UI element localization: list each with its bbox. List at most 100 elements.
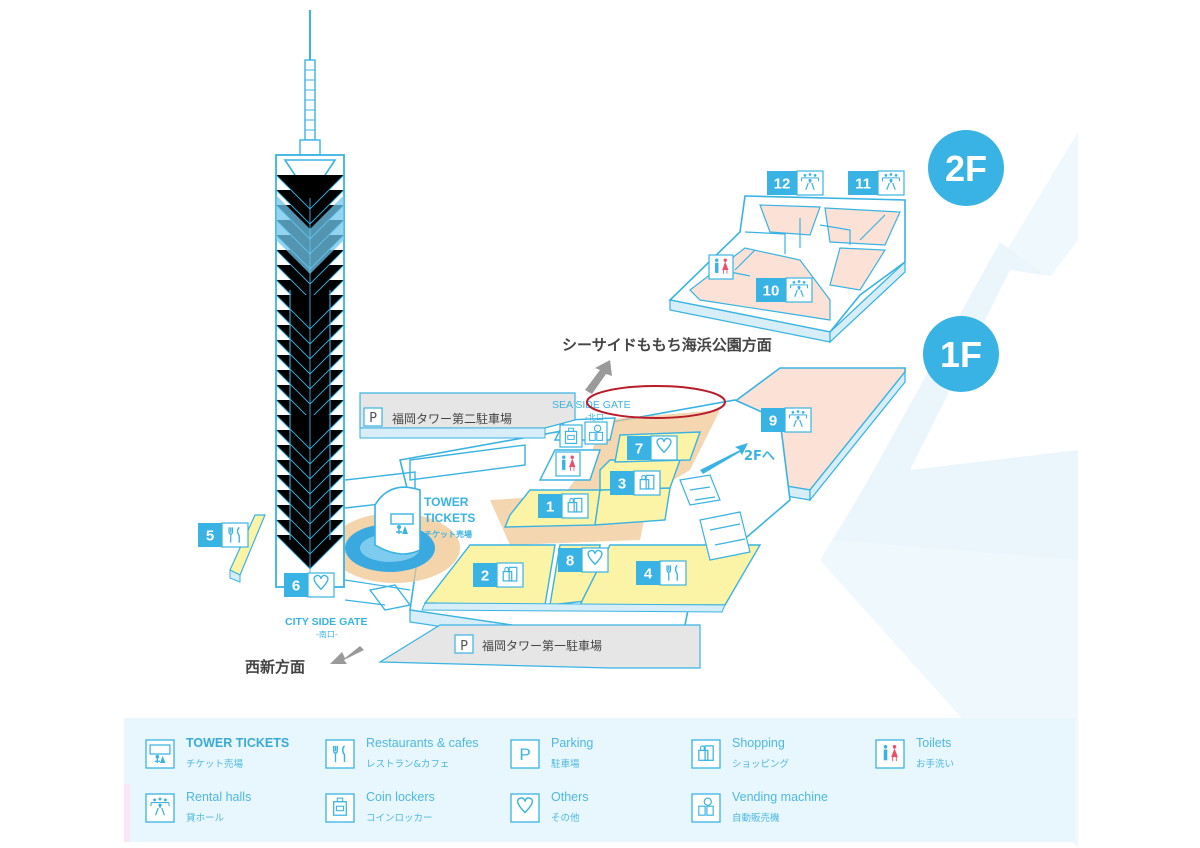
legend-en-label: Toilets bbox=[916, 736, 952, 750]
area-icon-box bbox=[650, 435, 678, 461]
legend-en-label: Rental halls bbox=[186, 790, 252, 804]
floor-badge-2f: 2F bbox=[928, 130, 1004, 206]
legend-jp-label: 貸ホール bbox=[186, 813, 225, 824]
area-marker-7[interactable]: 7 bbox=[627, 435, 678, 461]
seaside-park-direction: シーサイドももち海浜公園方面 bbox=[562, 336, 772, 354]
area-marker-5[interactable]: 5 bbox=[198, 522, 249, 548]
area-marker-9[interactable]: 9 bbox=[761, 407, 812, 433]
legend-en-label: TOWER TICKETS bbox=[186, 736, 290, 750]
area-number-box bbox=[284, 573, 308, 597]
parking-icon: P bbox=[510, 739, 540, 769]
parking-lot-2: P 福岡タワー第二駐車場 bbox=[359, 392, 576, 439]
legend-en-label: Others bbox=[551, 790, 589, 804]
floor-badge-1f: 1F bbox=[923, 316, 999, 392]
legend-edge-accent bbox=[124, 784, 130, 842]
area-number: 10 bbox=[763, 283, 780, 300]
arrow-to-2f bbox=[700, 443, 748, 474]
area-icon-box bbox=[633, 470, 661, 496]
background-triangle bbox=[820, 132, 1078, 848]
legend-en-label: Vending machine bbox=[732, 790, 828, 804]
tower-tickets-label-line1: TOWER bbox=[424, 495, 469, 509]
area-number: 6 bbox=[292, 578, 300, 595]
legend-en-label: Coin lockers bbox=[366, 790, 435, 804]
area-number: 9 bbox=[769, 413, 777, 430]
tower-tickets-jp-label: チケット売場 bbox=[424, 529, 472, 539]
parking-lot-1: P 福岡タワー第一駐車場 bbox=[377, 624, 701, 669]
area-number: 5 bbox=[206, 528, 214, 545]
sea-side-gate-jp-label: -北口- bbox=[585, 413, 607, 422]
area-number: 11 bbox=[855, 176, 871, 193]
area-marker-11[interactable]: 11 bbox=[848, 170, 905, 196]
area-marker-8[interactable]: 8 bbox=[558, 547, 609, 573]
arrow-to-seaside bbox=[585, 360, 612, 394]
parking-lot-2-label: 福岡タワー第二駐車場 bbox=[392, 411, 512, 426]
floor-label-1f: 1F bbox=[940, 334, 982, 375]
arrow-to-nishijin bbox=[330, 646, 364, 664]
area-number: 2 bbox=[481, 568, 489, 585]
coin-locker-icon bbox=[325, 793, 355, 823]
legend-jp-label: ショッピング bbox=[732, 759, 790, 770]
area-number-box bbox=[636, 561, 660, 585]
sea-side-gate-label: SEA SIDE GATE bbox=[552, 399, 631, 411]
parking-symbol: P bbox=[369, 411, 377, 426]
area-icon-box bbox=[307, 572, 335, 598]
area-icon-box bbox=[496, 562, 524, 588]
city-side-gate-label: CITY SIDE GATE bbox=[285, 616, 367, 628]
area-icon-box bbox=[659, 560, 687, 586]
area-marker-4[interactable]: 4 bbox=[636, 560, 687, 586]
area-number-box bbox=[627, 436, 651, 460]
floor-label-2f: 2F bbox=[945, 148, 987, 189]
legend-jp-label: コインロッカー bbox=[366, 813, 433, 824]
area-number-box bbox=[761, 408, 785, 432]
area-number-box bbox=[767, 171, 797, 195]
area-marker-12[interactable]: 12 bbox=[767, 170, 824, 196]
area-number-box bbox=[848, 171, 878, 195]
map-service-icons bbox=[555, 254, 734, 477]
area-marker-3[interactable]: 3 bbox=[610, 470, 661, 496]
legend-en-label: Shopping bbox=[732, 736, 785, 750]
area-icon-box bbox=[561, 493, 589, 519]
toilet-icon bbox=[875, 739, 905, 769]
to-2f-label: 2Fへ bbox=[744, 449, 775, 464]
area-number-box bbox=[610, 471, 634, 495]
heart-icon bbox=[510, 793, 540, 823]
legend-en-label: Parking bbox=[551, 736, 594, 750]
area-marker-2[interactable]: 2 bbox=[473, 562, 524, 588]
area-marker-1[interactable]: 1 bbox=[538, 493, 589, 519]
second-floor-plan bbox=[668, 195, 906, 344]
area-number: 3 bbox=[618, 476, 626, 493]
area-number-box bbox=[473, 563, 497, 587]
fork-knife-icon bbox=[325, 739, 355, 769]
area-icon-box bbox=[581, 547, 609, 573]
vending-machine-icon bbox=[691, 793, 721, 823]
area-number-box bbox=[198, 523, 222, 547]
legend-jp-label: レストラン&カフェ bbox=[366, 759, 450, 770]
area-marker-6[interactable]: 6 bbox=[284, 572, 335, 598]
area-number: 4 bbox=[644, 566, 653, 583]
legend-jp-label: 自動販売機 bbox=[732, 813, 780, 824]
area-icon-box bbox=[221, 522, 249, 548]
area-number-box bbox=[538, 494, 562, 518]
area-number-box bbox=[756, 278, 786, 302]
map-legend: TOWER TICKETS チケット売場 Restaurants & cafes レス… bbox=[124, 718, 1075, 842]
shopping-bag-icon bbox=[691, 739, 721, 769]
area-number: 12 bbox=[774, 176, 791, 193]
parking-lot-1-label: 福岡タワー第一駐車場 bbox=[482, 638, 602, 653]
svg-text:P: P bbox=[519, 745, 530, 764]
legend-jp-label: チケット売場 bbox=[186, 759, 244, 770]
legend-jp-label: その他 bbox=[551, 813, 580, 824]
fukuoka-tower bbox=[275, 10, 345, 588]
area-number: 7 bbox=[635, 441, 643, 458]
legend-jp-label: 駐車場 bbox=[551, 759, 580, 770]
legend-jp-label: お手洗い bbox=[916, 759, 955, 770]
area-marker-10[interactable]: 10 bbox=[756, 277, 813, 303]
legend-en-label: Restaurants & cafes bbox=[366, 736, 479, 750]
tower-tickets-label-line2: TICKETS bbox=[424, 511, 475, 525]
city-side-gate-jp-label: -南口- bbox=[316, 629, 338, 639]
area-number: 1 bbox=[546, 499, 554, 516]
rental-hall-icon bbox=[145, 793, 175, 823]
area-number: 8 bbox=[566, 553, 574, 570]
ticket-counter-icon bbox=[145, 739, 175, 769]
